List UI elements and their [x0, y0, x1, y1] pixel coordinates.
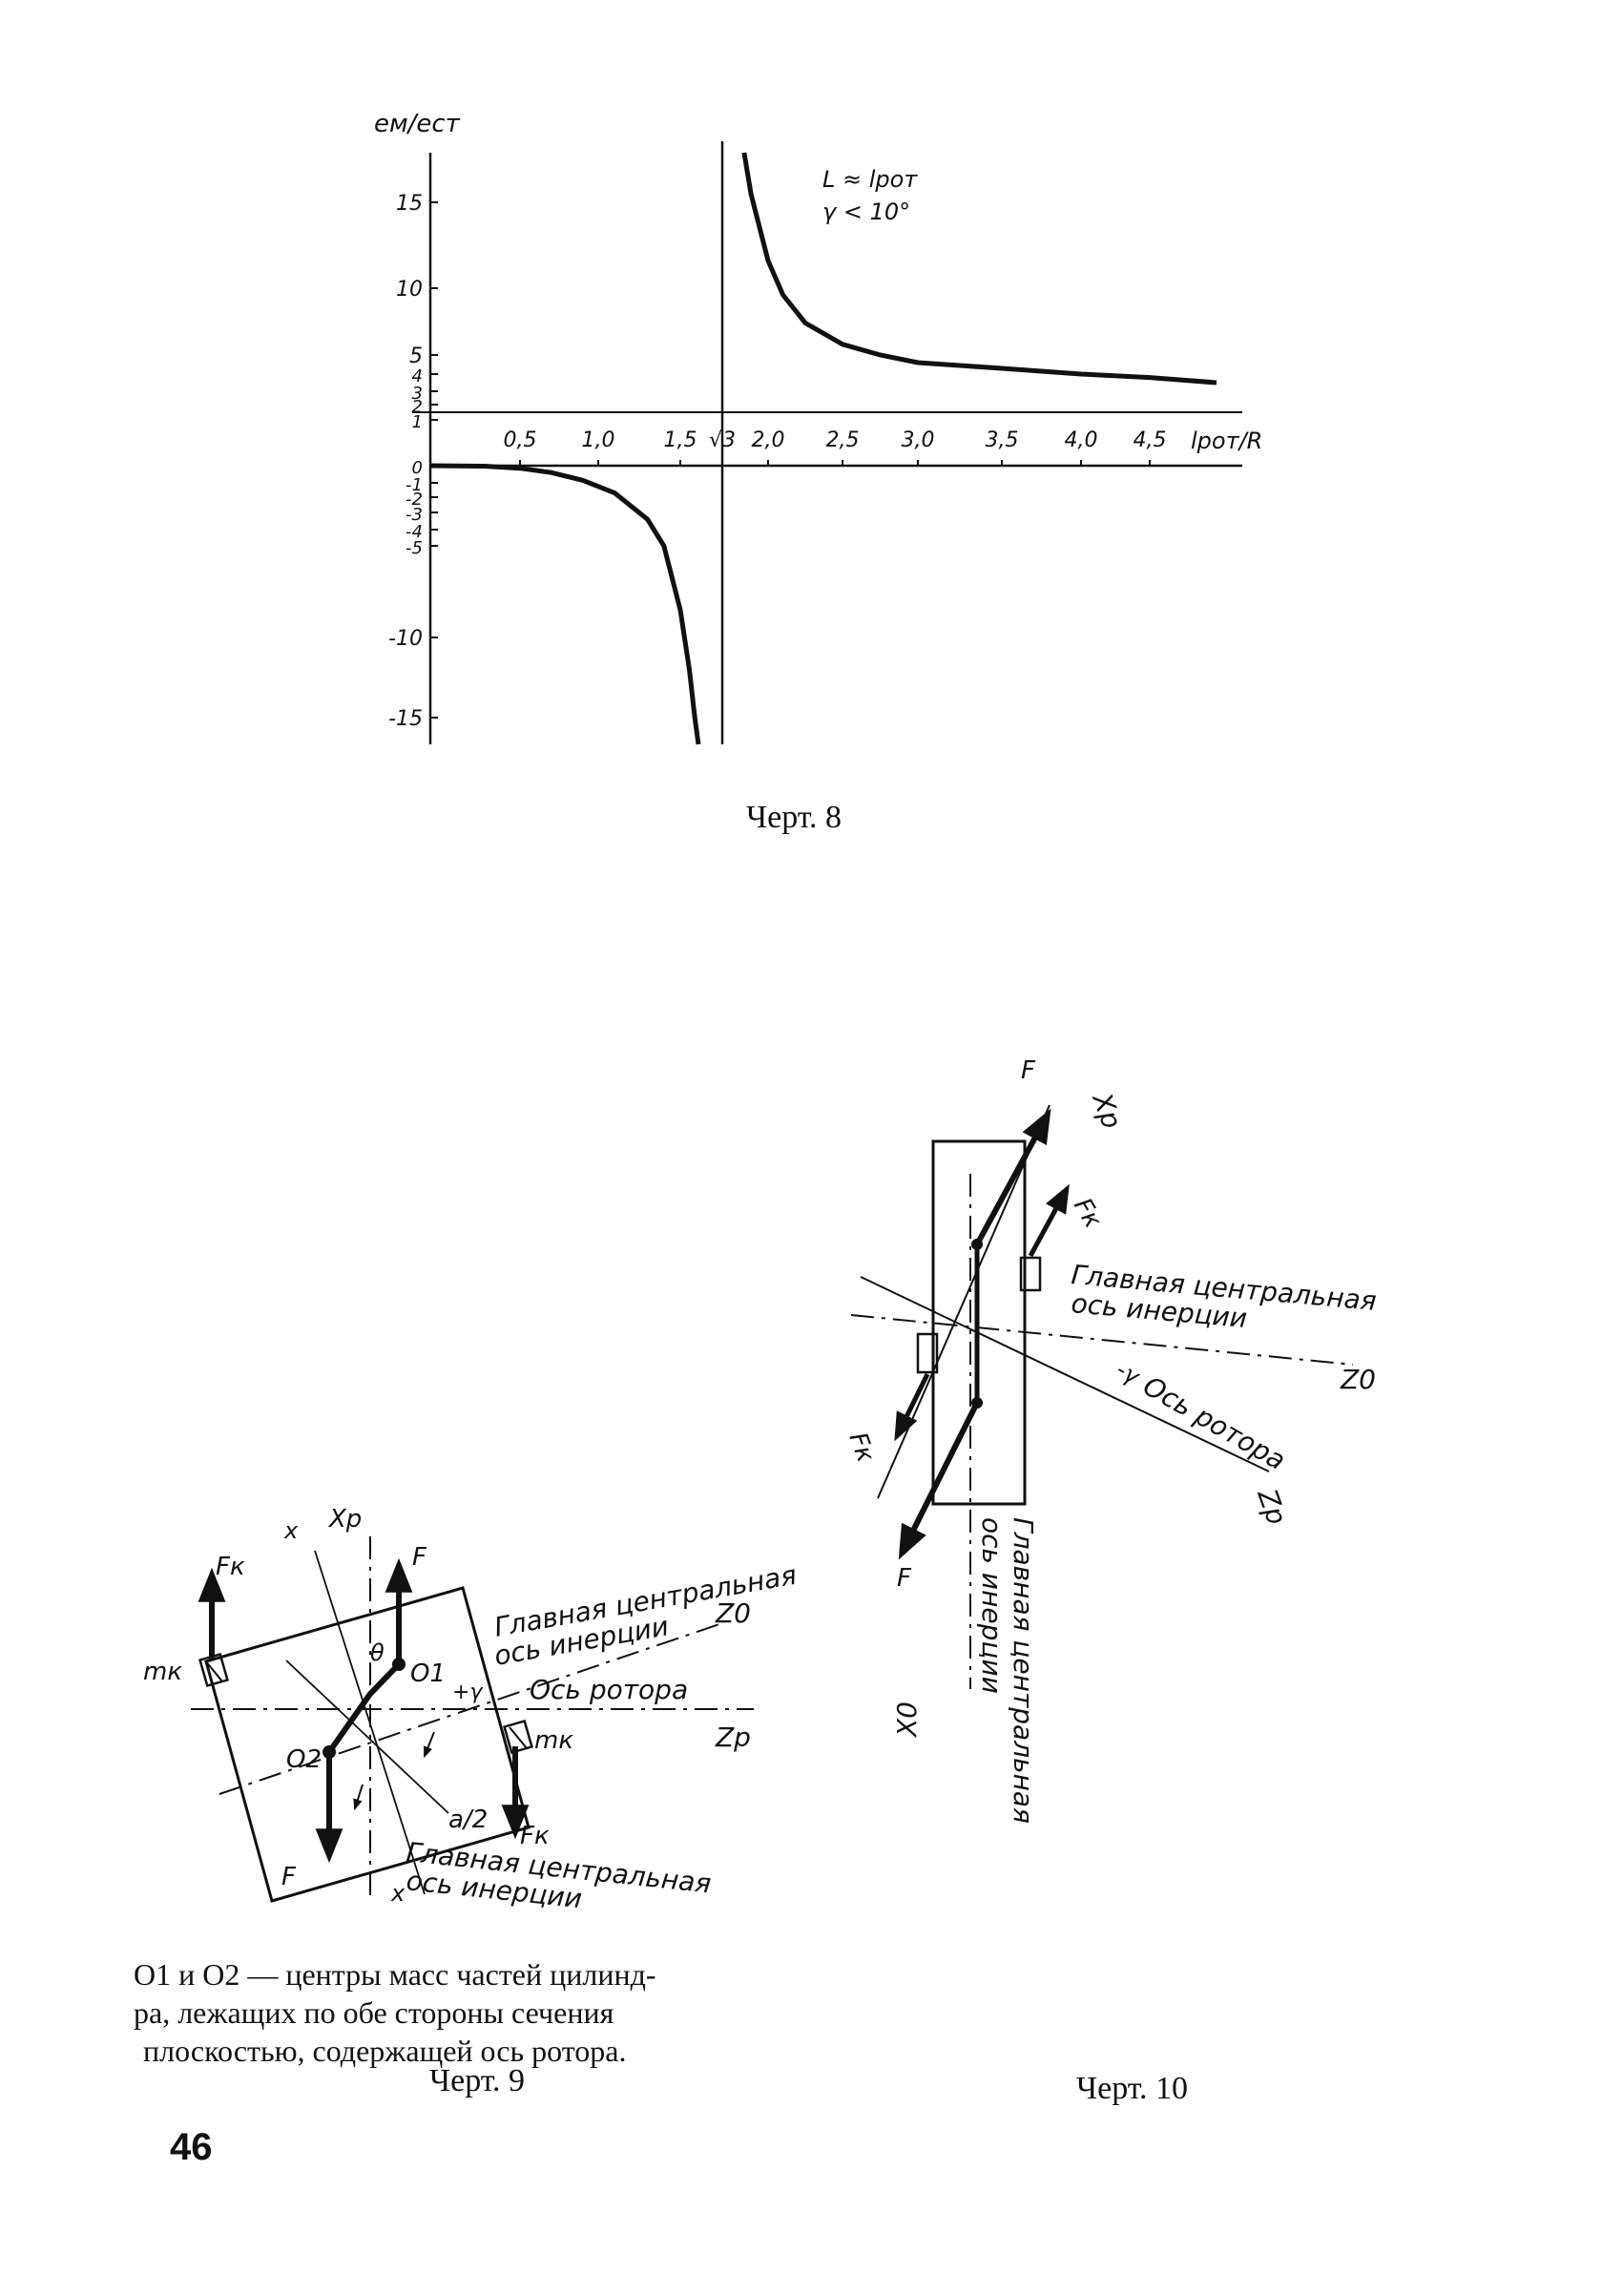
y-tick-label: 15 [396, 192, 423, 216]
label-rotor-axis: Ось ротора [530, 1674, 688, 1705]
diagram-figure-10: F Xp Fк Главная центральная ось инерции … [843, 1056, 1378, 1824]
y-tick-label: 4 [412, 366, 423, 386]
label-zp: Zp [715, 1722, 751, 1753]
cylinder-body [931, 1139, 1027, 1506]
x-ticks: 0,5 1,0 1,5 √3 2,0 2,5 3,0 3,5 4,0 4,5 [504, 428, 1167, 466]
label-xp: Xp [1086, 1087, 1128, 1133]
x-tick-label: 0,5 [504, 428, 537, 452]
force-fk-bottom-arrow [894, 1372, 930, 1442]
x-tick-label: 4,5 [1134, 428, 1167, 452]
x-tick-label: 4,0 [1065, 428, 1098, 452]
y-tick-label: -4 [406, 522, 423, 542]
annotation-line-2: γ < 10° [822, 198, 910, 225]
counterweight-right [503, 1719, 533, 1755]
figure-9-note-line-3: плоскостью, содержащей ось ротора. [143, 2034, 627, 2068]
figure-8-caption: Черт. 8 [746, 800, 843, 835]
label-xp: Xp [327, 1505, 362, 1534]
x-tick-label: 2,0 [752, 428, 785, 452]
y-tick-label: -10 [388, 627, 423, 651]
label-z0: Z0 [715, 1597, 751, 1629]
y-tick-label: 3 [412, 384, 423, 404]
label-f-bottom: F [897, 1564, 912, 1593]
y-tick-label: -5 [406, 538, 423, 558]
label-o2: O2 [286, 1745, 322, 1774]
y-tick-label: 2 [412, 397, 423, 417]
y-tick-label: 1 [412, 412, 423, 432]
curve-right-branch [741, 152, 1217, 386]
figure-9-note-line-1: O1 и O2 — центры масс частей цилинд- [134, 1957, 656, 1992]
label-z0: Z0 [1340, 1364, 1376, 1395]
figure-9-caption: Черт. 9 [429, 2063, 526, 2098]
y-tick-label: -3 [406, 505, 423, 525]
main-inertia-axis-bottom [285, 1659, 449, 1814]
x-axis-label: lрот/R [1191, 428, 1262, 454]
label-mk-right: mк [534, 1726, 573, 1755]
force-f-top-arrow [974, 1108, 1051, 1246]
y-tick-label: -1 [406, 475, 423, 495]
label-zp: Zp [1251, 1484, 1293, 1529]
label-vert-1: Главная центральная [1008, 1517, 1039, 1824]
force-f-bottom-arrow [898, 1401, 980, 1560]
y-tick-label: 10 [396, 278, 423, 302]
diagram-figure-9: Fк F mк Xp x θ O1 O2 +γ a/2 Z0 Zp mк Fк … [143, 1505, 799, 1914]
x-tick-label: 3,5 [986, 428, 1019, 452]
curve-left-branch [429, 463, 701, 745]
label-x-top: x [283, 1517, 299, 1544]
crank-line [326, 1661, 402, 1754]
x-tick-label: 1,0 [582, 428, 615, 452]
label-vert-2: ось инерции [976, 1517, 1008, 1694]
x-tick-label: 1,5 [664, 428, 697, 452]
x-tick-label: 2,5 [826, 428, 860, 452]
label-fk-bottom: Fк [843, 1429, 880, 1466]
label-fk-top: Fк [1068, 1194, 1107, 1234]
z0-axis-line [850, 1314, 1354, 1366]
force-fk-top-arrow [1028, 1183, 1070, 1258]
label-f-top: F [1021, 1056, 1036, 1085]
label-fk-right: Fк [520, 1822, 550, 1850]
label-f-top: F [412, 1543, 427, 1572]
page-number: 46 [170, 2126, 213, 2168]
x-tick-label: 3,0 [902, 428, 935, 452]
label-a2: a/2 [448, 1805, 488, 1834]
label-x-bottom: x [390, 1880, 406, 1907]
counterweight-bottom [916, 1332, 939, 1374]
label-o1: O1 [410, 1659, 446, 1688]
y-tick-label: 5 [409, 344, 423, 368]
x-tick-label: √3 [709, 428, 736, 452]
label-f-bottom: F [281, 1863, 297, 1891]
annotation-line-1: L ≈ lрот [822, 166, 918, 193]
label-fk-left: Fк [216, 1553, 245, 1581]
label-rotor-axis: Ось ротора [1138, 1369, 1291, 1476]
label-x0: X0 [891, 1701, 923, 1739]
zp-axis-line [860, 1276, 1270, 1472]
y-tick-label: 0 [412, 458, 423, 478]
y-tick-label: -15 [388, 707, 423, 731]
x-axis-line [314, 1550, 426, 1895]
y-axis-label: eм/eст [374, 110, 461, 138]
label-gamma: +γ [452, 1680, 483, 1704]
figure-9-note-line-2: ра, лежащих по обе стороны сечения [134, 1995, 614, 2030]
figure-10-caption: Черт. 10 [1076, 2071, 1189, 2106]
label-mk-left: mк [143, 1658, 182, 1686]
main-inertia-axis-top [218, 1621, 726, 1795]
label-theta: θ [370, 1639, 385, 1666]
label-gamma: -γ [1112, 1356, 1145, 1391]
counterweight-top [1019, 1256, 1042, 1292]
y-tick-label: -2 [406, 490, 423, 510]
